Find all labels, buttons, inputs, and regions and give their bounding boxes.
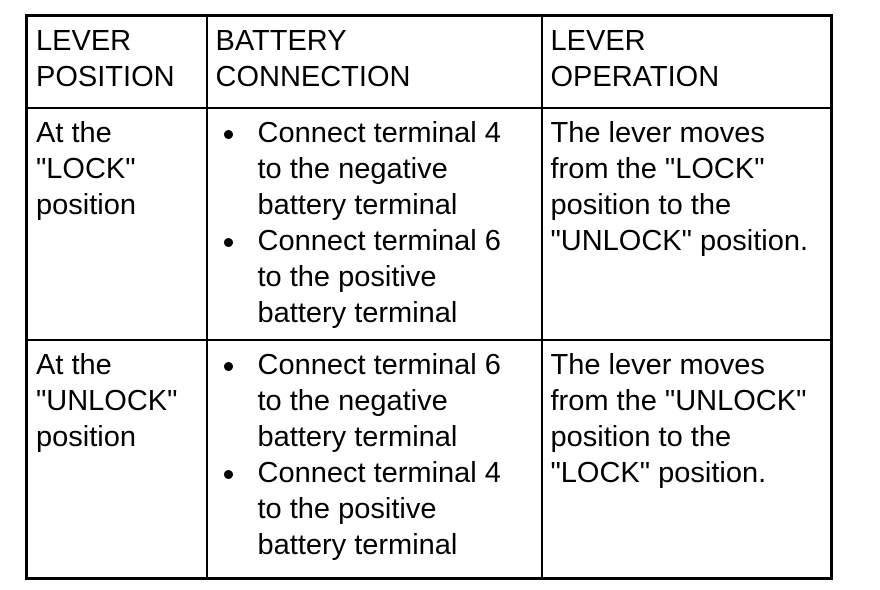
cell-lever-position: At the "UNLOCK" position	[26, 340, 208, 579]
lever-battery-spec-table: LEVER POSITION BATTERY CONNECTION LEVER …	[25, 14, 833, 580]
list-item-text: Connect terminal 6 to the negative batte…	[257, 349, 501, 453]
table-header-row: LEVER POSITION BATTERY CONNECTION LEVER …	[26, 15, 832, 109]
lever-operation-text: The lever moves from the "LOCK" position…	[550, 117, 809, 257]
list-item-text: Connect terminal 4 to the positive batte…	[257, 457, 501, 561]
column-header-battery-connection: BATTERY CONNECTION	[206, 15, 543, 109]
bullet-icon	[223, 362, 233, 371]
cell-lever-operation: The lever moves from the "UNLOCK" positi…	[542, 340, 832, 579]
cell-lever-operation: The lever moves from the "LOCK" position…	[541, 108, 832, 341]
cell-battery-connection: Connect terminal 4 to the negative batte…	[206, 108, 543, 341]
lever-position-text: At the "UNLOCK" position	[36, 349, 178, 453]
list-item: Connect terminal 4 to the positive batte…	[216, 455, 533, 563]
column-header-lever-operation-text: LEVER OPERATION	[550, 25, 720, 93]
bullet-icon	[223, 238, 233, 247]
cell-lever-position: At the "LOCK" position	[26, 108, 208, 341]
column-header-lever-operation: LEVER OPERATION	[541, 15, 832, 109]
list-item-text: Connect terminal 4 to the negative batte…	[257, 117, 501, 221]
lever-position-text: At the "LOCK" position	[36, 117, 136, 221]
bullet-icon	[223, 130, 233, 139]
column-header-lever-position-text: LEVER POSITION	[36, 25, 175, 93]
battery-connection-list: Connect terminal 6 to the negative batte…	[216, 347, 533, 563]
list-item: Connect terminal 6 to the negative batte…	[216, 347, 533, 455]
table-row: At the "UNLOCK" position Connect termina…	[26, 340, 832, 579]
cell-battery-connection: Connect terminal 6 to the negative batte…	[206, 340, 543, 579]
table-row: At the "LOCK" position Connect terminal …	[26, 108, 832, 341]
list-item: Connect terminal 6 to the positive batte…	[216, 223, 533, 331]
lever-operation-text: The lever moves from the "UNLOCK" positi…	[550, 349, 807, 489]
column-header-battery-connection-text: BATTERY CONNECTION	[215, 25, 411, 93]
battery-connection-list: Connect terminal 4 to the negative batte…	[216, 115, 533, 331]
list-item: Connect terminal 4 to the negative batte…	[216, 115, 533, 223]
bullet-icon	[223, 470, 233, 479]
column-header-lever-position: LEVER POSITION	[26, 15, 208, 109]
list-item-text: Connect terminal 6 to the positive batte…	[257, 225, 501, 329]
